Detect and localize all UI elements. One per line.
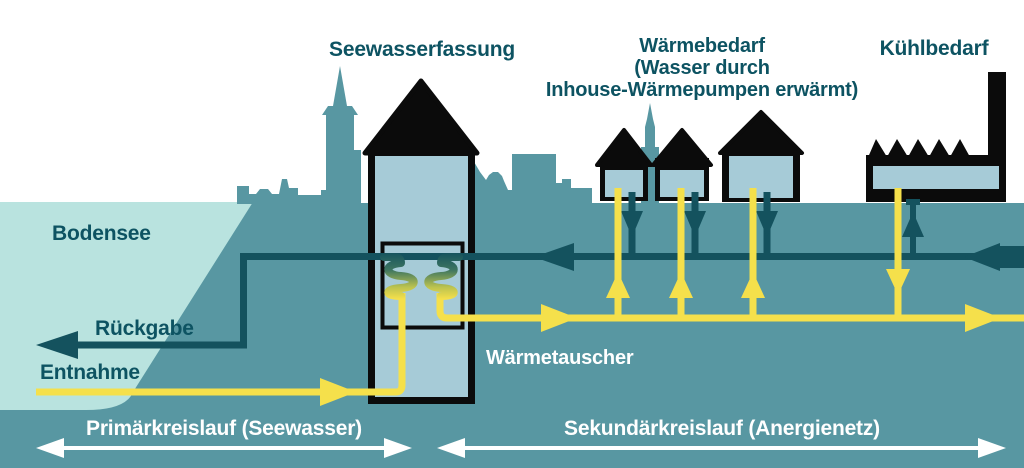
label-entnahme: Entnahme [40,361,140,384]
secondary-right-arrowhead [978,438,1006,458]
teal-pipe-right-end [1000,246,1024,268]
heat-exchanger-box [380,241,465,330]
house-3-roof [718,110,804,155]
factory-sawtooth-roof [866,139,970,166]
house-2-down-arrowhead [684,211,706,237]
house-2-roof [651,128,713,167]
tower-roof [362,78,480,156]
primary-right-arrowhead [384,438,412,458]
skyline-left-buildings [237,66,361,204]
skyline-right-buildings [473,154,592,204]
house-1-roof [595,128,653,167]
warm-network [36,188,1024,406]
house-3 [718,110,804,202]
label-primaerkreislauf: Primärkreislauf (Seewasser) [86,417,362,440]
label-waermebedarf-line2: (Wasser durch [634,57,770,79]
teal-left-arrowhead-right [964,243,1000,271]
warm-supply-pipe [436,293,1024,322]
label-kuehlbedarf: Kühlbedarf [880,37,990,60]
house-1 [595,128,653,201]
lake-bodensee [0,202,253,410]
house-1-up-arrowhead [606,272,630,298]
factory-interior [873,166,999,189]
house-3-interior [729,156,793,198]
yellow-right-arrowhead-mid [541,304,577,332]
factory-down-arrowhead [886,269,910,295]
label-seewasserfassung: Seewasserfassung [329,38,515,61]
house-3-down-arrowhead [756,211,778,237]
entnahme-pipe [36,293,406,396]
entnahme-arrowhead [320,378,356,406]
house-2 [651,128,713,201]
house-1-down-arrowhead [621,211,643,237]
factory [866,72,1006,202]
rueckgabe-arrowhead [36,331,78,359]
house-1-interior [605,170,643,197]
label-rueckgabe: Rückgabe [95,317,194,340]
house-3-up-arrowhead [741,272,765,298]
heat-exchanger-coils [380,253,463,300]
factory-chimney [988,72,1006,167]
label-waermebedarf-line3: Inhouse-Wärmepumpen erwärmt) [546,79,858,101]
coil-secondary [424,253,463,300]
label-sekundaerkreislauf: Sekundärkreislauf (Anergienetz) [564,417,880,440]
label-waermetauscher: Wärmetauscher [486,347,634,369]
coil-primary [380,253,418,300]
yellow-right-arrowhead-right [965,304,1001,332]
factory-up-arrowhead [902,212,924,237]
primary-left-arrowhead [36,438,64,458]
house-2-up-arrowhead [669,272,693,298]
teal-left-arrowhead-mid [534,243,574,271]
cold-network [36,192,1024,359]
secondary-left-arrowhead [437,438,465,458]
label-waermebedarf-line1: Wärmebedarf [639,35,765,57]
label-bodensee: Bodensee [52,222,151,245]
circuit-range-arrows [36,438,1006,458]
teal-return-pipe [74,253,1024,349]
